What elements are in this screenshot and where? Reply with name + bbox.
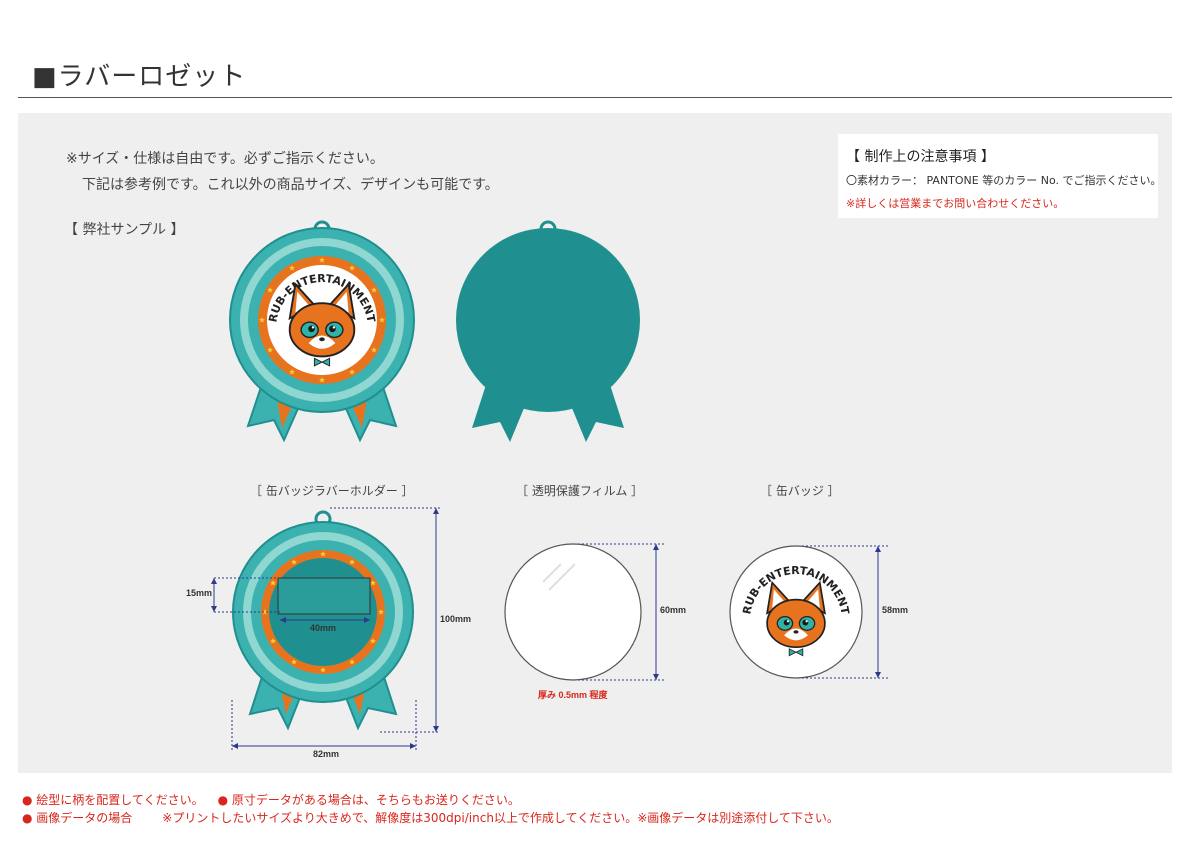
dim-film-diameter: 60mm [660,605,687,615]
caption-holder: ［ 缶バッジラバーホルダー ］ [250,484,414,498]
intro-text: ※サイズ・仕様は自由です。必ずご指示ください。 下記は参考例です。これ以外の商品… [66,146,499,198]
caption-badge: ［ 缶バッジ ］ [760,484,840,498]
protective-film-diagram [504,543,642,681]
footer-line-2: ● 画像データの場合 ※プリントしたいサイズより大きめで、解像度は300dpi/i… [22,809,839,826]
sample-label: 【 弊社サンプル 】 [64,222,185,238]
can-badge-diagram: RUB-ENTERTAINMENT [729,545,863,679]
footer-item-1: ● 絵型に柄を配置してください。 [22,793,204,807]
holder-diagram [232,510,414,731]
rosette-back-sample [456,220,640,442]
caption-film: ［ 透明保護フィルム ］ [516,484,644,498]
dim-hole-width: 40mm [310,623,337,633]
film-thickness-note: 厚み 0.5mm 程度 [538,690,608,700]
dim-total-height: 100mm [440,614,472,624]
title-divider [18,97,1172,98]
dim-total-width: 82mm [313,749,340,759]
page-title: ■ラバーロゼット [32,62,247,92]
footer-item-2: ● 原寸データがある場合は、そちらもお送りください。 [217,793,520,807]
notes-heading: 【 制作上の注意事項 】 [846,149,995,165]
dim-hole-height: 15mm [186,588,213,598]
dim-badge-diameter: 58mm [882,605,909,615]
intro-line-2: 下記は参考例です。これ以外の商品サイズ、デザインも可能です。 [82,177,499,193]
footer-item-3-text: ※プリントしたいサイズより大きめで、解像度は300dpi/inch以上で作成して… [162,811,839,825]
notes-line-2: ※詳しくは営業までお問い合わせください。 [846,197,1065,210]
notes-line-1: 〇素材カラー： PANTONE 等のカラー No. でご指示ください。 [846,174,1162,187]
footer-line-1: ● 絵型に柄を配置してください。 ● 原寸データがある場合は、そちらもお送りくださ… [22,791,520,808]
production-notes-box: 【 制作上の注意事項 】 〇素材カラー： PANTONE 等のカラー No. で… [838,134,1162,218]
footer-item-3-label: ● 画像データの場合 [22,811,133,825]
rosette-front-sample: RUB-ENTERTAINMENT [229,220,415,443]
intro-line-1: ※サイズ・仕様は自由です。必ずご指示ください。 [66,151,384,167]
